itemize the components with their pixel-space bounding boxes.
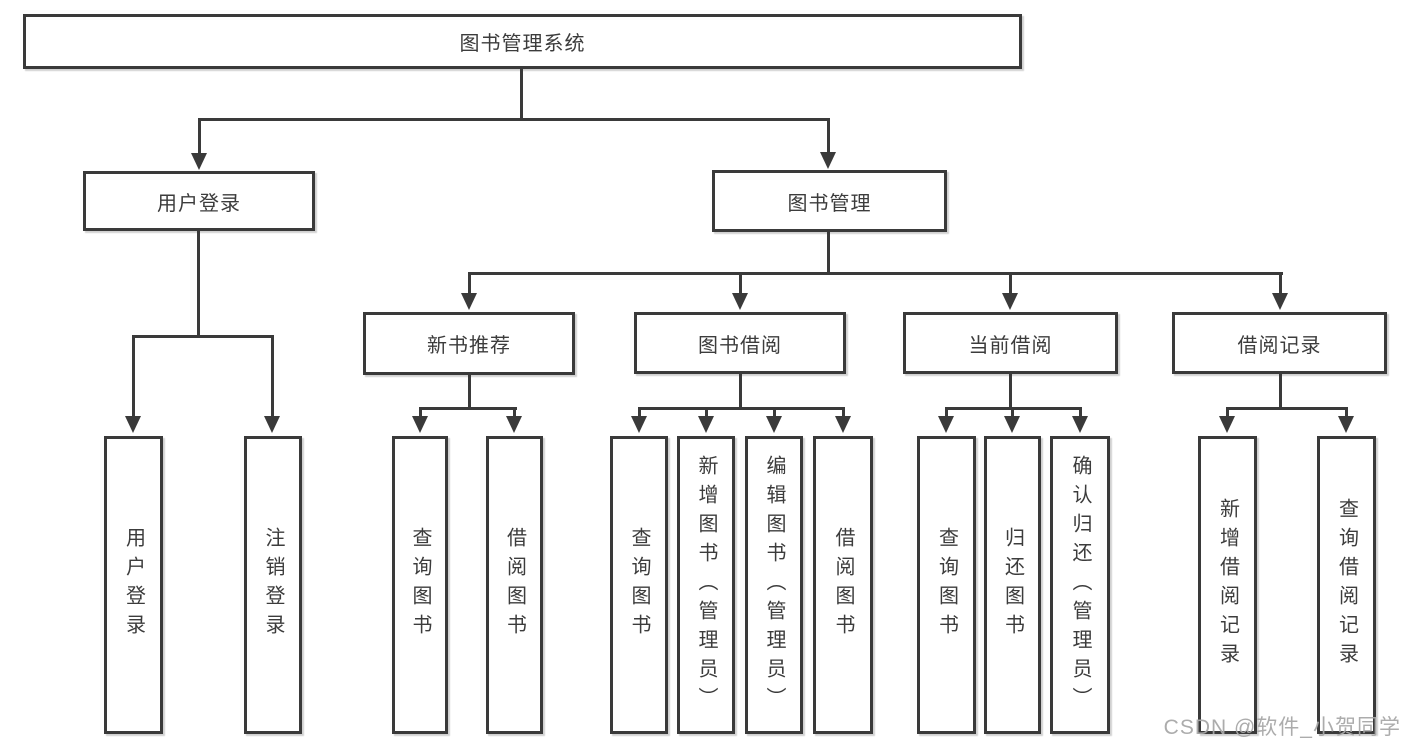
arrow-down-icon bbox=[125, 416, 141, 433]
leaf-label: 借阅图书 bbox=[832, 527, 854, 643]
node-current-borrowing: 当前借阅 bbox=[903, 312, 1118, 374]
leaf-label: 新增借阅记录 bbox=[1216, 498, 1239, 672]
arrow-down-icon bbox=[766, 416, 782, 433]
edge-line bbox=[1345, 407, 1348, 419]
arrow-down-icon bbox=[264, 416, 280, 433]
node-label: 新书推荐 bbox=[427, 335, 511, 357]
leaf-user-login: 用户登录 bbox=[104, 436, 163, 734]
edge-line bbox=[513, 407, 516, 419]
arrow-down-icon bbox=[1219, 416, 1235, 433]
leaf-query-books-current: 查询图书 bbox=[917, 436, 976, 734]
edge-line bbox=[468, 375, 471, 410]
edge-line bbox=[739, 272, 742, 296]
edge-line bbox=[198, 118, 201, 156]
node-label: 用户登录 bbox=[157, 192, 241, 215]
edge-line bbox=[1279, 272, 1282, 296]
edge-line bbox=[739, 373, 742, 410]
arrow-down-icon bbox=[820, 152, 836, 169]
arrow-down-icon bbox=[412, 416, 428, 433]
leaf-borrow-books: 借阅图书 bbox=[813, 436, 873, 734]
leaf-label: 用户登录 bbox=[122, 527, 145, 643]
leaf-query-borrow-record: 查询借阅记录 bbox=[1317, 436, 1376, 734]
node-borrowing-records: 借阅记录 bbox=[1172, 312, 1387, 374]
edge-line bbox=[419, 407, 422, 419]
edge-line bbox=[271, 335, 274, 417]
edge-line bbox=[773, 407, 776, 419]
node-book-management: 图书管理 bbox=[712, 170, 947, 232]
arrow-down-icon bbox=[1338, 416, 1354, 433]
arrow-down-icon bbox=[1272, 293, 1288, 310]
node-new-book-recommend: 新书推荐 bbox=[363, 312, 575, 375]
arrow-down-icon bbox=[835, 416, 851, 433]
arrow-down-icon bbox=[461, 293, 477, 310]
edge-line bbox=[1226, 407, 1348, 410]
leaf-label: 归还图书 bbox=[1001, 527, 1024, 643]
leaf-add-books-admin: 新增图书（管理员） bbox=[677, 436, 735, 734]
node-label: 当前借阅 bbox=[968, 334, 1053, 357]
leaf-add-borrow-record: 新增借阅记录 bbox=[1198, 436, 1257, 734]
node-library-management-system: 图书管理系统 bbox=[23, 14, 1022, 69]
edge-line bbox=[638, 407, 641, 419]
edge-line bbox=[1079, 407, 1082, 419]
leaf-label: 注销登录 bbox=[262, 527, 284, 643]
leaf-label: 编辑图书（管理员） bbox=[763, 454, 785, 716]
edge-line bbox=[132, 335, 135, 417]
arrow-down-icon bbox=[191, 153, 207, 170]
leaf-label: 查询图书 bbox=[935, 527, 958, 643]
leaf-confirm-return-admin: 确认归还（管理员） bbox=[1050, 436, 1110, 734]
edge-line bbox=[198, 118, 830, 121]
node-label: 借阅记录 bbox=[1237, 334, 1322, 357]
edge-line bbox=[1009, 374, 1012, 410]
leaf-label: 借阅图书 bbox=[503, 527, 526, 643]
edge-line bbox=[520, 69, 523, 121]
edge-line bbox=[842, 407, 845, 419]
edge-line bbox=[468, 272, 471, 296]
arrow-down-icon bbox=[1072, 416, 1088, 433]
node-label: 图书管理 bbox=[787, 192, 872, 215]
leaf-return-books: 归还图书 bbox=[984, 436, 1041, 734]
edge-line bbox=[638, 407, 845, 410]
edge-line bbox=[468, 272, 1283, 275]
leaf-borrow-books-recommend: 借阅图书 bbox=[486, 436, 543, 734]
arrow-down-icon bbox=[631, 416, 647, 433]
edge-line bbox=[827, 118, 830, 154]
leaf-label: 新增图书（管理员） bbox=[695, 454, 717, 716]
edge-line bbox=[1226, 407, 1229, 419]
leaf-label: 查询图书 bbox=[628, 527, 650, 643]
edge-line bbox=[705, 407, 708, 419]
node-book-borrowing: 图书借阅 bbox=[634, 312, 846, 374]
arrow-down-icon bbox=[1004, 416, 1020, 433]
edge-line bbox=[945, 407, 948, 419]
arrow-down-icon bbox=[732, 293, 748, 310]
node-user-login: 用户登录 bbox=[83, 171, 315, 231]
leaf-edit-books-admin: 编辑图书（管理员） bbox=[745, 436, 803, 734]
arrow-down-icon bbox=[938, 416, 954, 433]
edge-line bbox=[1279, 374, 1282, 410]
leaf-label: 查询图书 bbox=[409, 527, 431, 643]
leaf-label: 查询借阅记录 bbox=[1335, 498, 1358, 672]
edge-line bbox=[1009, 272, 1012, 296]
edge-line bbox=[132, 335, 274, 338]
edge-line bbox=[419, 407, 517, 410]
leaf-query-books-borrowing: 查询图书 bbox=[610, 436, 668, 734]
node-label: 图书借阅 bbox=[698, 334, 782, 357]
edge-line bbox=[1011, 407, 1014, 419]
leaf-label: 确认归还（管理员） bbox=[1069, 454, 1091, 716]
arrow-down-icon bbox=[506, 416, 522, 433]
edge-line bbox=[197, 231, 200, 338]
leaf-logout: 注销登录 bbox=[244, 436, 302, 734]
arrow-down-icon bbox=[1002, 293, 1018, 310]
edge-line bbox=[827, 232, 830, 275]
csdn-watermark: CSDN @软件_小贺同学 bbox=[1163, 716, 1401, 739]
node-label: 图书管理系统 bbox=[459, 33, 586, 55]
arrow-down-icon bbox=[698, 416, 714, 433]
leaf-query-books-recommend: 查询图书 bbox=[392, 436, 448, 734]
